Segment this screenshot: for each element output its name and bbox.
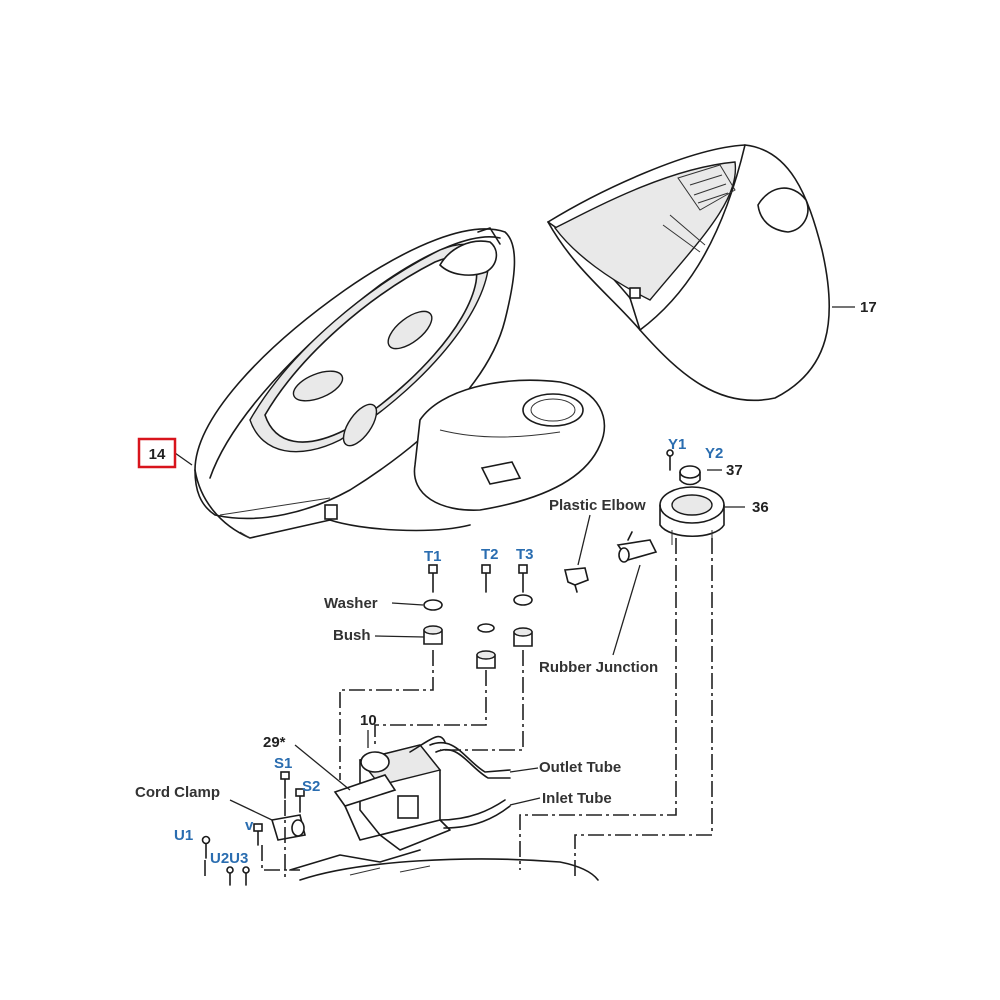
label-plastic-elbow[interactable]: Plastic Elbow [549,497,646,514]
code-t3[interactable]: T3 [516,546,534,563]
bracket-29[interactable] [333,774,397,841]
screw-v[interactable] [253,823,263,846]
label-rubber-junction[interactable]: Rubber Junction [539,659,658,676]
lower-body [289,849,599,881]
base-plate[interactable] [329,379,606,532]
screw-y1[interactable] [666,449,674,471]
screw-t1[interactable] [428,564,438,593]
inlet-tube-part[interactable] [439,799,511,829]
highlight-box-14 [137,437,177,469]
part-number-10[interactable]: 10 [360,712,377,729]
outlet-tube-part[interactable] [429,742,511,779]
part-36-collar[interactable] [659,486,725,545]
code-t1[interactable]: T1 [424,548,442,565]
code-y1[interactable]: Y1 [668,436,686,453]
code-s1[interactable]: S1 [274,755,292,772]
screw-t3[interactable] [518,564,528,593]
code-u1[interactable]: U1 [174,827,193,844]
label-bush[interactable]: Bush [333,627,371,644]
leader-lines [174,306,855,821]
screw-u1[interactable] [201,835,211,859]
part-number-29[interactable]: 29* [263,734,286,751]
code-y2[interactable]: Y2 [705,445,723,462]
code-t2[interactable]: T2 [481,546,499,563]
bush-parts[interactable] [423,625,533,669]
screw-s1[interactable] [280,771,290,799]
code-v[interactable]: v [245,817,254,834]
screw-s2[interactable] [295,788,305,813]
label-inlet-tube[interactable]: Inlet Tube [542,790,612,807]
part-number-14[interactable]: 14 [149,446,166,463]
rubber-junction-part[interactable] [616,531,658,563]
part-10-pump[interactable] [358,735,451,851]
label-washer[interactable]: Washer [324,595,378,612]
code-s2[interactable]: S2 [302,778,320,795]
cord-clamp-part[interactable] [270,814,306,841]
code-u2u3[interactable]: U2U3 [210,850,248,867]
part-number-17[interactable]: 17 [860,299,877,316]
screws-u2-u3[interactable] [226,866,250,886]
screw-t2[interactable] [481,564,491,593]
label-outlet-tube[interactable]: Outlet Tube [539,759,621,776]
part-number-36[interactable]: 36 [752,499,769,516]
part-17-front-cover[interactable] [546,144,831,402]
assembly-lines [204,538,713,880]
part-37-cap[interactable] [679,465,701,486]
washer-parts[interactable] [423,594,533,633]
part-14-upper-housing[interactable] [194,227,516,539]
label-cord-clamp[interactable]: Cord Clamp [135,784,220,801]
part-number-37[interactable]: 37 [726,462,743,479]
plastic-elbow-part[interactable] [563,567,589,593]
